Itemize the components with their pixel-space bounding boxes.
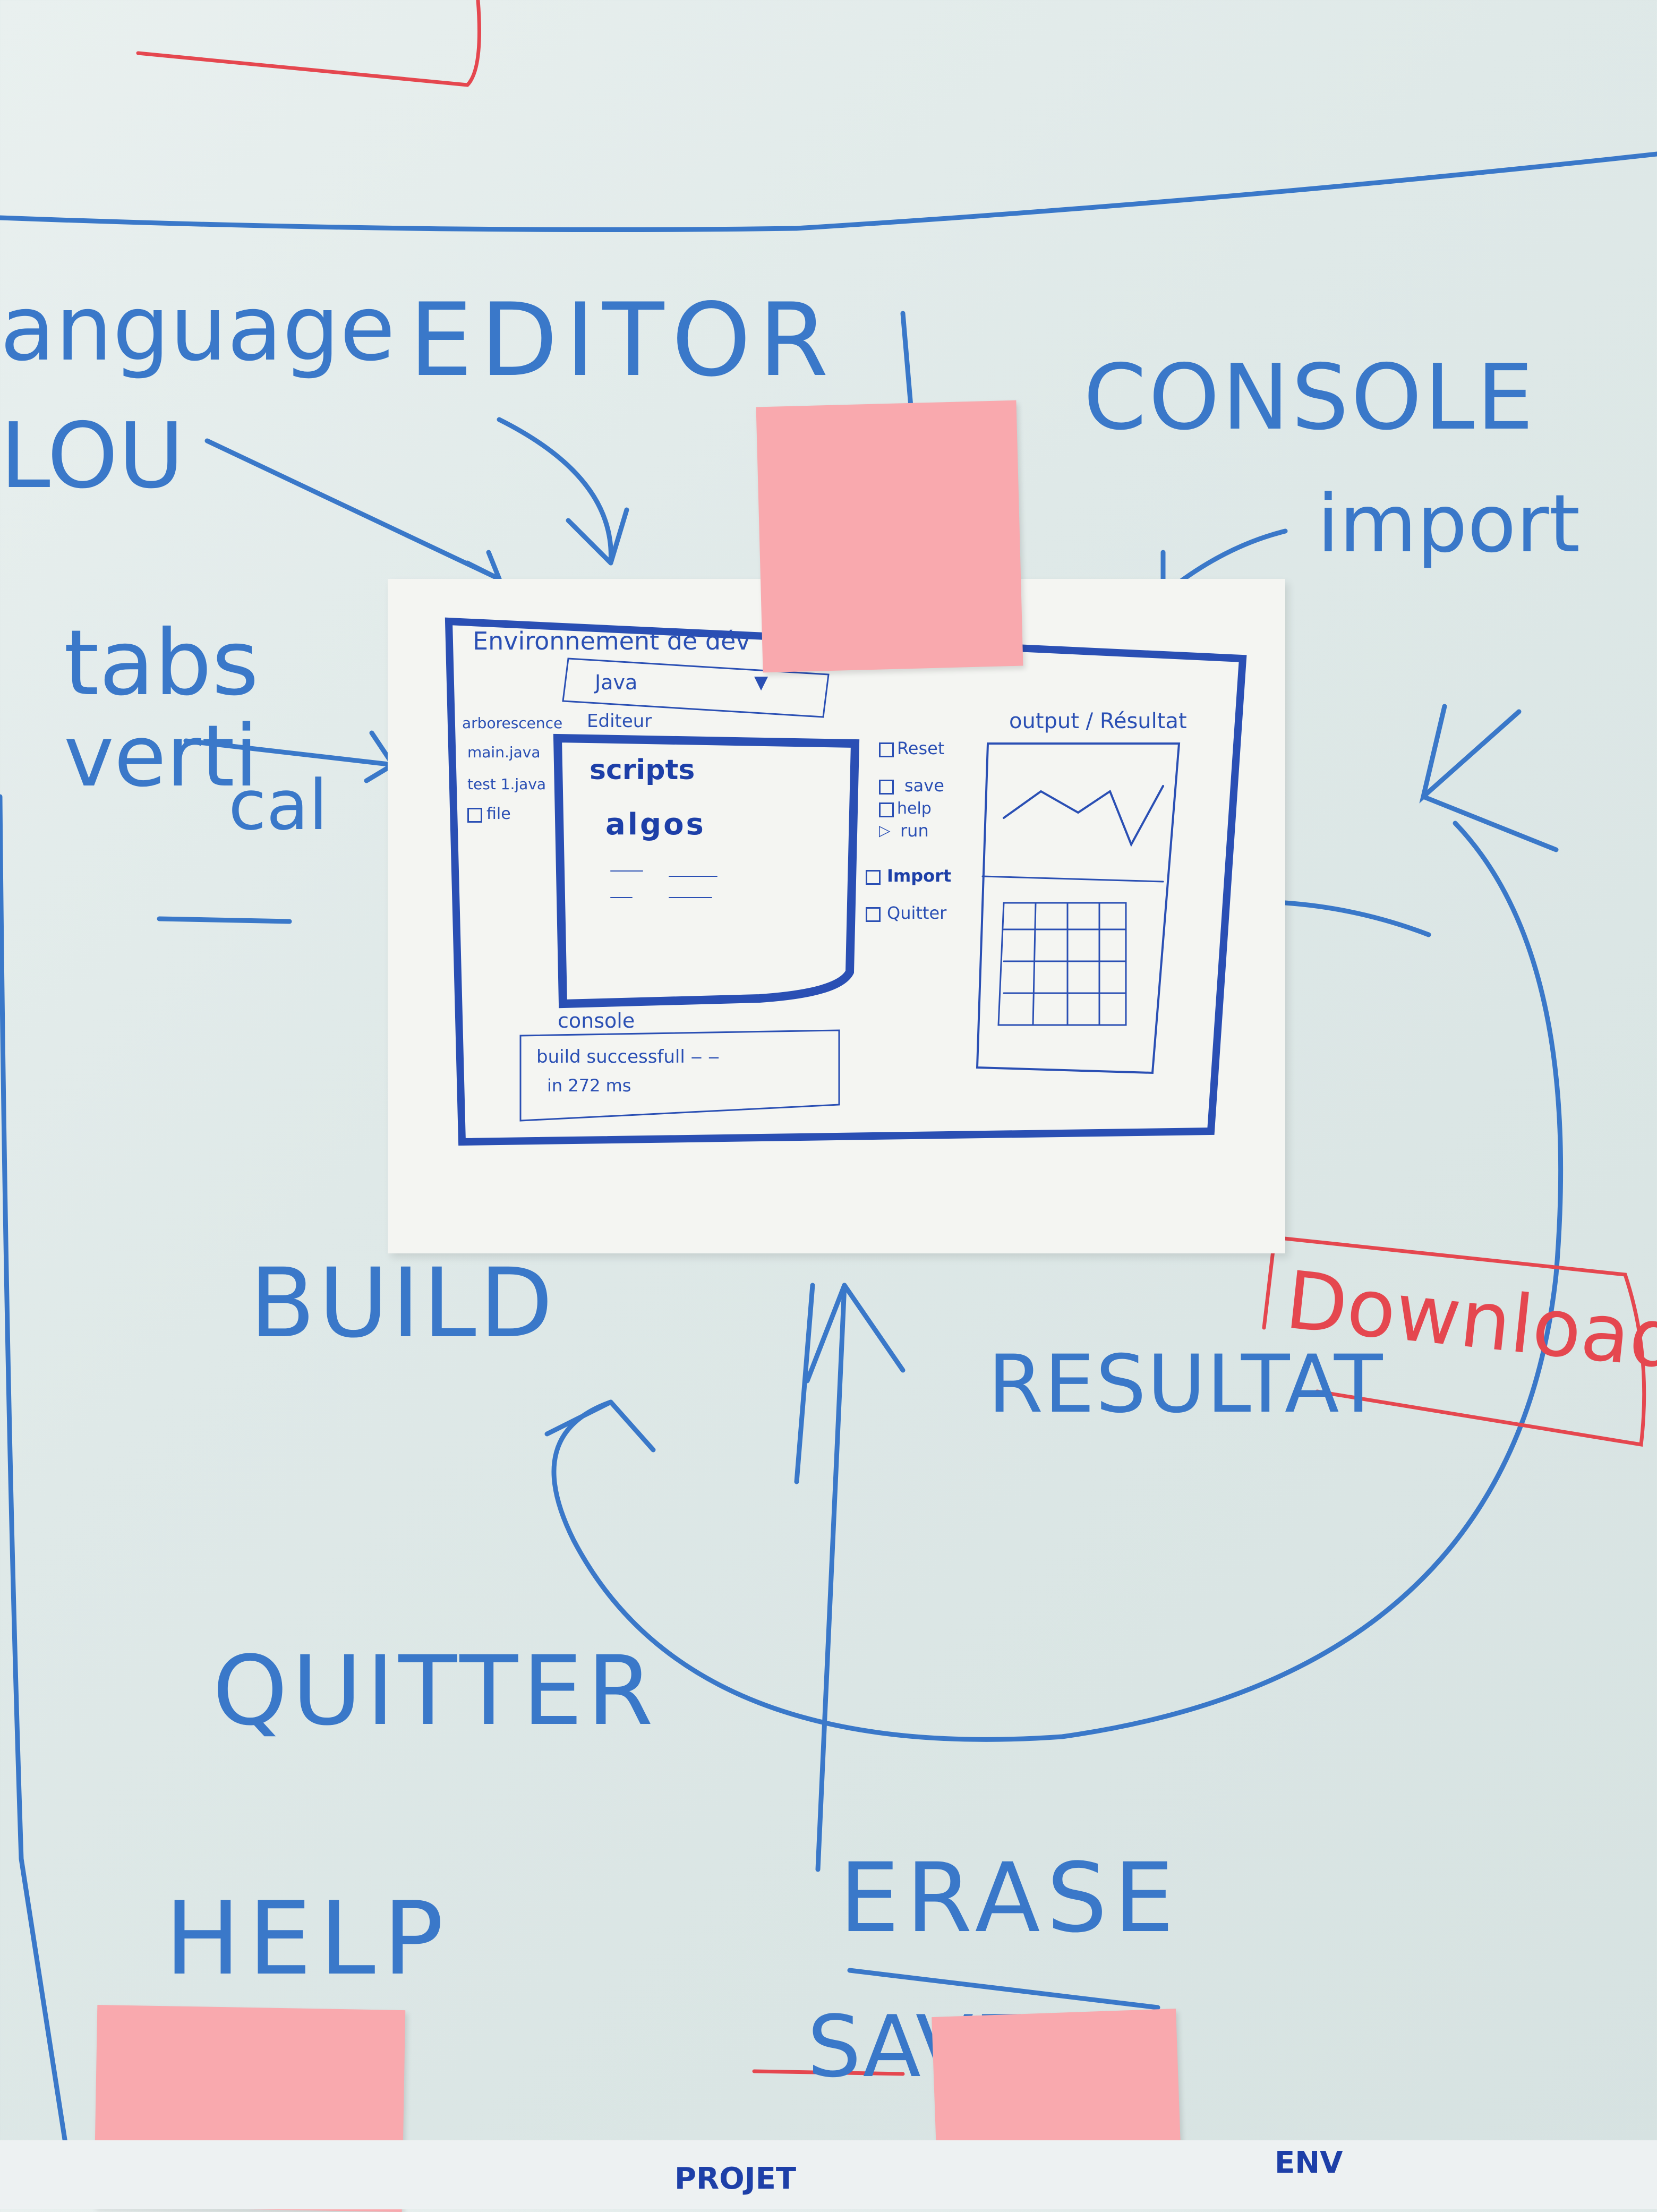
reset-checkbox-icon bbox=[879, 742, 894, 757]
console-label: CONSOLE bbox=[1083, 345, 1536, 450]
quitter-checkbox-icon bbox=[866, 907, 881, 922]
sketch-console-title: console bbox=[558, 1009, 635, 1032]
dropdown-arrow-icon: ▼ bbox=[754, 672, 768, 693]
import-checkbox-icon bbox=[866, 870, 881, 885]
bottom-paper-strip: PROJET ENV bbox=[0, 2140, 1657, 2209]
sketch-editor-line-scripts: scripts bbox=[590, 754, 695, 786]
sketch-language-select[interactable]: Java ▼ bbox=[579, 667, 813, 698]
run-play-icon: ▷ bbox=[879, 822, 891, 839]
bottom-strip-projet: PROJET bbox=[674, 2162, 797, 2196]
editor-label: EDITOR bbox=[409, 281, 836, 399]
save-checkbox-icon bbox=[879, 780, 894, 795]
import-label: import bbox=[1317, 478, 1581, 570]
language-label: anguage bbox=[0, 276, 396, 381]
sketch-console-line2: in 272 ms bbox=[547, 1075, 631, 1096]
sketch-editor-line-algos: algos bbox=[605, 807, 706, 842]
sketch-action-save[interactable]: save bbox=[879, 775, 985, 797]
bottom-strip-env: ENV bbox=[1275, 2146, 1343, 2180]
help-label: HELP bbox=[165, 1880, 451, 1997]
sketch-strokes bbox=[445, 617, 1247, 1146]
sketch-action-run[interactable]: ▷ run bbox=[879, 821, 929, 841]
file-checkbox-icon bbox=[467, 808, 482, 823]
sketch-tree-item-main[interactable]: main.java bbox=[467, 744, 541, 761]
sketch-tree-item-test[interactable]: test 1.java bbox=[467, 775, 546, 793]
help-checkbox-icon bbox=[879, 802, 894, 817]
sticky-note-top bbox=[756, 400, 1023, 673]
sketch-editor-tab[interactable]: Editeur bbox=[587, 711, 652, 732]
sketch-tree-label: arborescence bbox=[462, 714, 563, 732]
lou-label: LOU bbox=[0, 404, 184, 509]
build-label: BUILD bbox=[250, 1248, 557, 1359]
sketch-action-quitter[interactable]: Quitter bbox=[866, 903, 988, 924]
paper-sketch: Environnement de dév Java ▼ arborescence… bbox=[388, 579, 1285, 1253]
sketch-output-title: output / Résultat bbox=[1009, 709, 1187, 733]
sketch-action-help[interactable]: help bbox=[879, 799, 985, 818]
sketch-language-value: Java bbox=[595, 671, 638, 694]
sketch-console-line1: build successfull ‒ ‒ bbox=[536, 1046, 720, 1067]
sketch-window-title: Environnement de dév bbox=[473, 627, 750, 655]
quitter-label: QUITTER bbox=[212, 1636, 658, 1747]
vertical-label: verti bbox=[64, 706, 259, 806]
tabs-label: tabs bbox=[64, 611, 259, 716]
sketch-action-import[interactable]: Import bbox=[866, 866, 988, 887]
sketch-action-reset[interactable]: Reset bbox=[879, 738, 985, 759]
vertical-label-cont: cal bbox=[228, 765, 328, 845]
sketch-tree-item-file[interactable]: file bbox=[467, 805, 531, 826]
resultat-label: RESULTAT bbox=[988, 1338, 1384, 1431]
erase-label: ERASE bbox=[839, 1843, 1181, 1954]
